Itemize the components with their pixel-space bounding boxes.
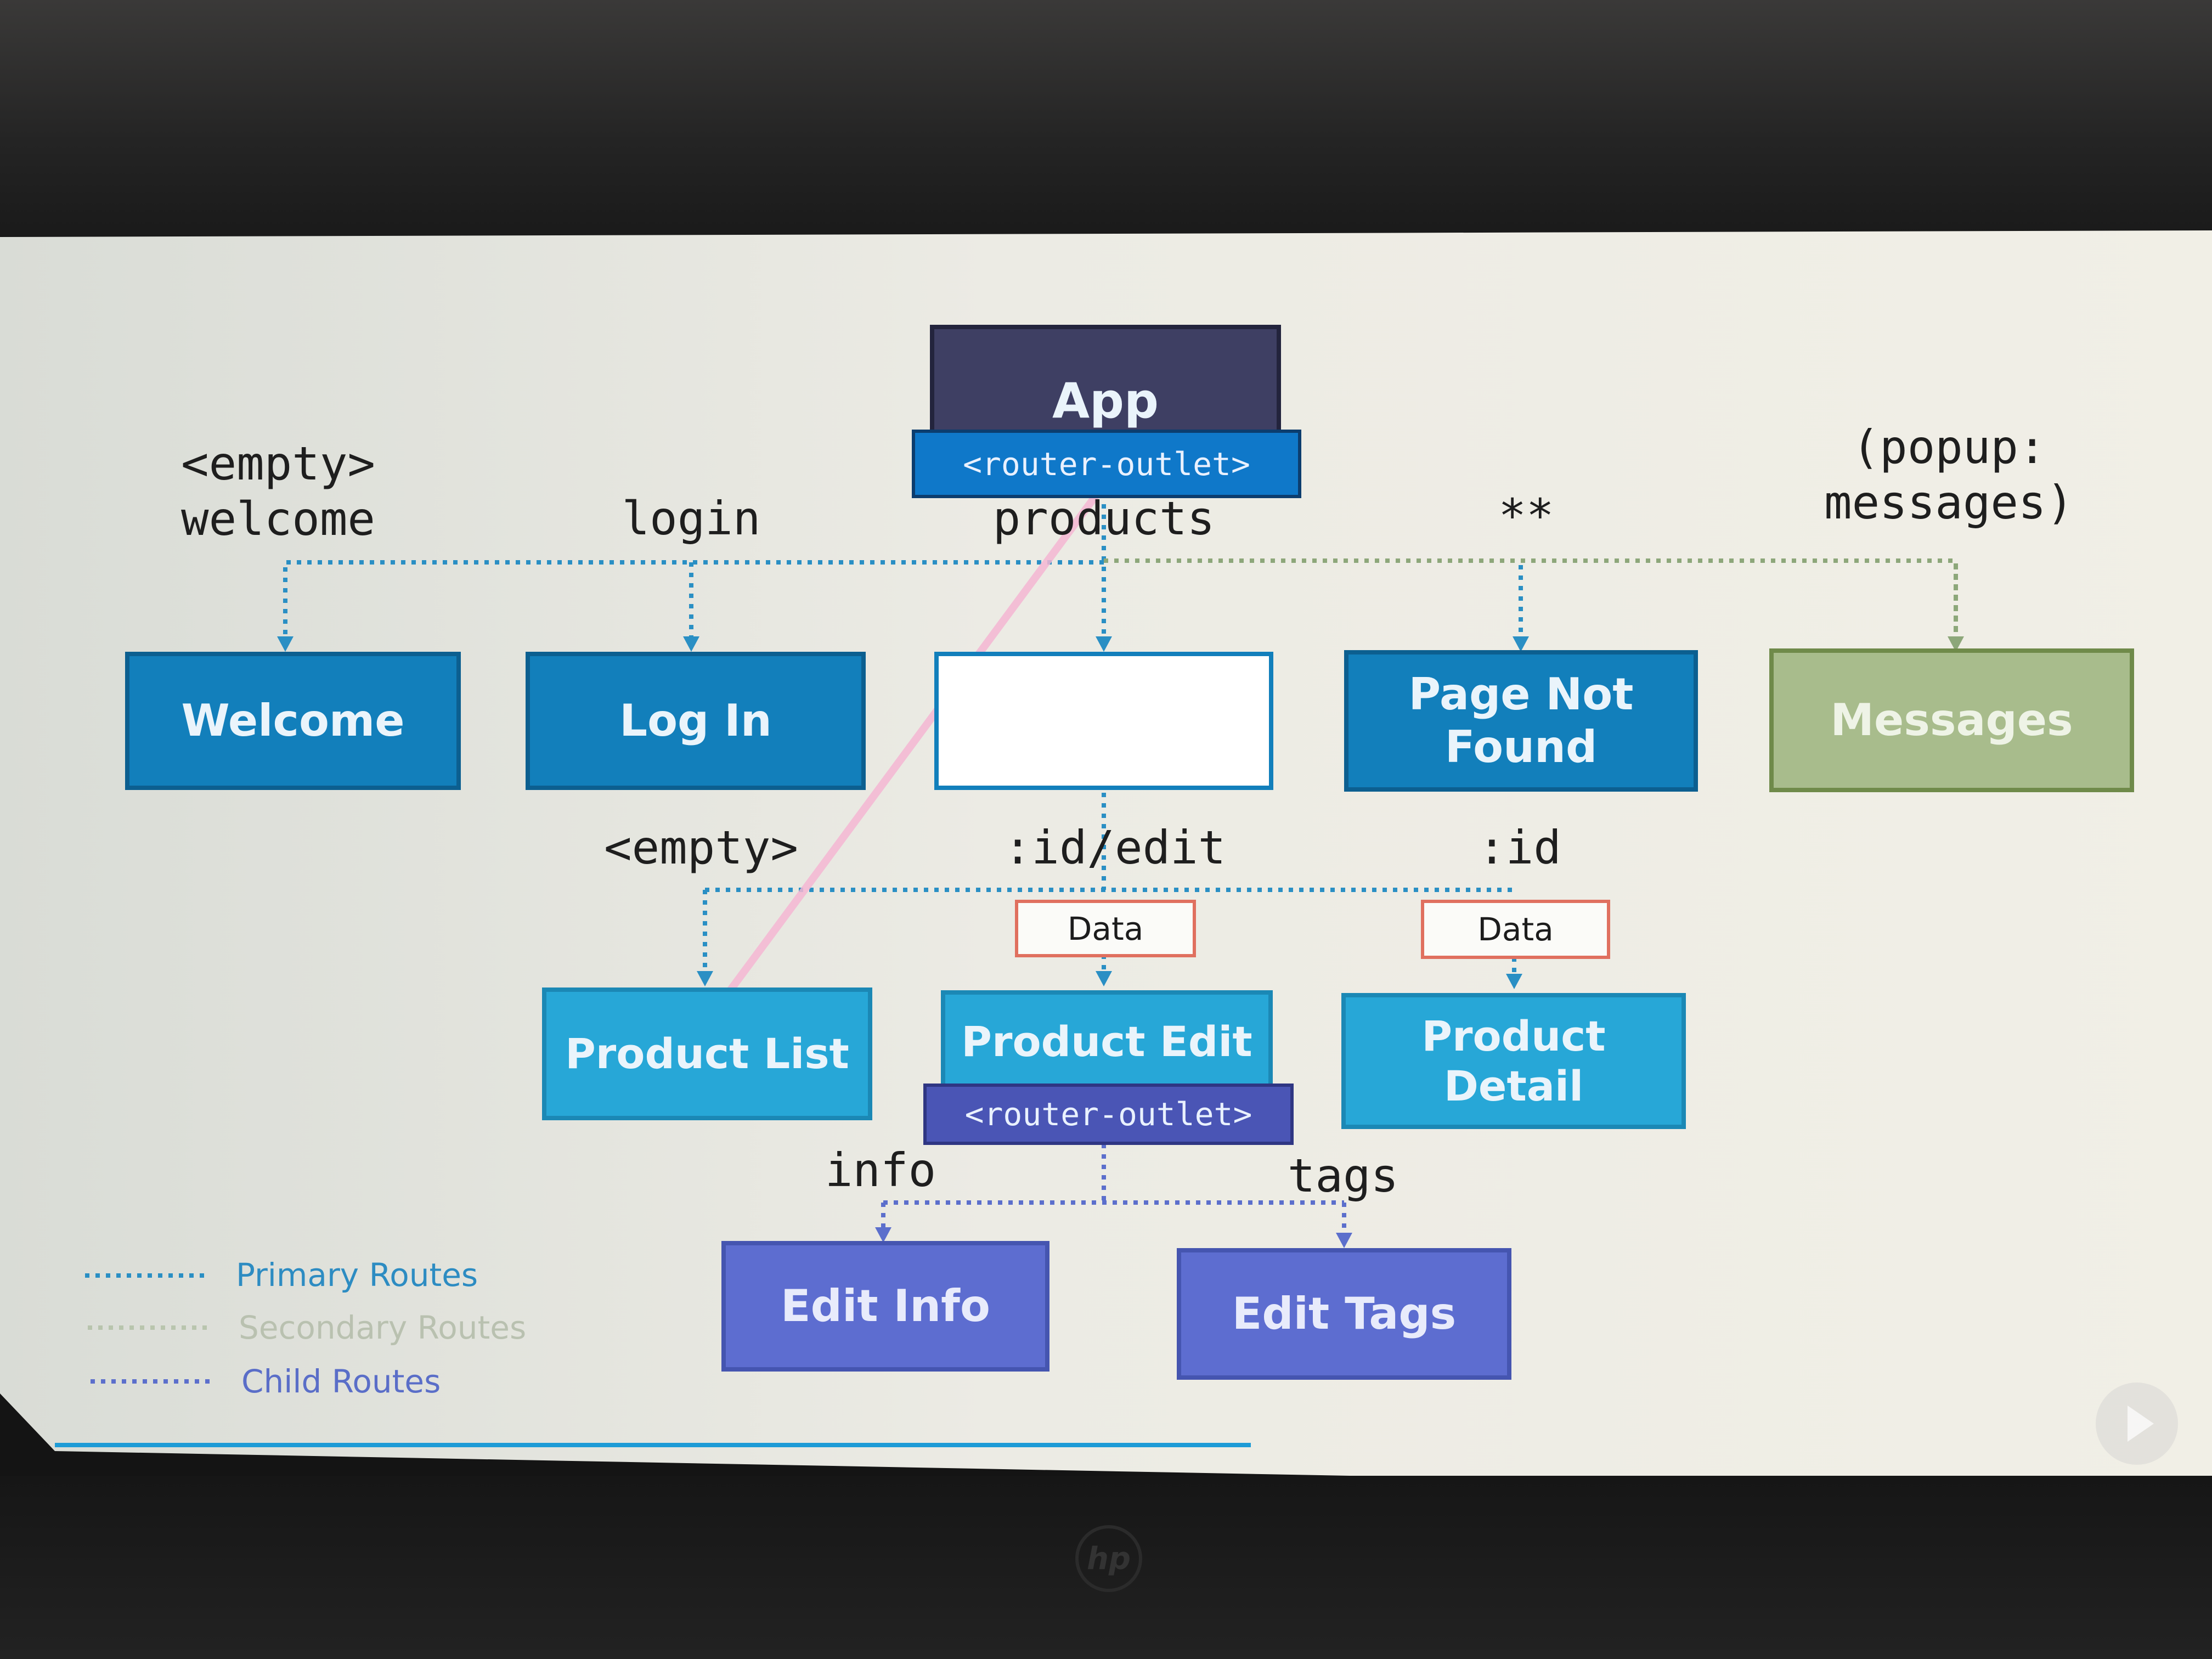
arrow-product-list	[697, 971, 713, 986]
app-component: App	[930, 325, 1281, 437]
hp-logo-icon: hp	[1075, 1525, 1142, 1592]
route-label-login: login	[622, 492, 761, 545]
edge-edit-children-bar	[883, 1144, 1344, 1205]
route-label-product-edit: :id/edit	[1003, 821, 1226, 874]
page-not-found-label: Page Not Found	[1408, 669, 1634, 772]
route-label-products: products	[992, 492, 1215, 545]
arrow-edit-info	[875, 1227, 891, 1243]
product-detail-component: Product Detail	[1341, 993, 1686, 1129]
legend-child-routes: Child Routes	[241, 1363, 441, 1400]
resolver-data-detail: Data	[1421, 900, 1610, 959]
product-list-component: Product List	[542, 988, 872, 1120]
legend-secondary-routes: Secondary Routes	[239, 1309, 527, 1346]
arrow-page-not-found	[1513, 636, 1529, 652]
product-edit-component: Product Edit	[941, 990, 1273, 1094]
pen-annotation-stroke	[721, 491, 1101, 1001]
route-label-product-detail: :id	[1478, 821, 1561, 874]
resolver-data-edit: Data	[1015, 900, 1196, 957]
product-detail-label: Product Detail	[1421, 1011, 1606, 1110]
app-router-outlet: <router-outlet>	[912, 430, 1301, 498]
route-label-wildcard: **	[1498, 489, 1554, 543]
welcome-component: Welcome	[125, 652, 461, 790]
arrowheads-child	[875, 1227, 1352, 1248]
arrow-product-edit	[1096, 971, 1112, 986]
play-icon[interactable]	[2096, 1383, 2178, 1465]
arrow-welcome	[277, 636, 294, 652]
edit-tags-component: Edit Tags	[1177, 1248, 1511, 1380]
arrow-login	[683, 636, 699, 652]
route-label-popup: (popup: messages)	[1824, 420, 2074, 529]
route-label-tags: tags	[1287, 1149, 1399, 1203]
monitor-bezel-top	[0, 0, 2212, 236]
edge-app-page-not-found	[1104, 558, 1958, 647]
edge-app-welcome	[283, 560, 1104, 647]
route-label-product-list: <empty>	[603, 821, 799, 874]
arrow-messages	[1948, 636, 1964, 652]
page-not-found-component: Page Not Found	[1344, 650, 1698, 792]
arrow-product-detail	[1506, 974, 1522, 989]
products-component	[934, 652, 1273, 790]
arrowheads-primary	[277, 636, 1529, 989]
route-label-info: info	[825, 1143, 936, 1197]
messages-component: Messages	[1769, 648, 2134, 792]
arrow-edit-tags	[1336, 1233, 1352, 1248]
arrow-products	[1096, 636, 1112, 652]
route-label-welcome: <empty> welcome	[181, 437, 376, 546]
video-progress-bar[interactable]	[55, 1443, 1251, 1447]
edit-info-component: Edit Info	[721, 1241, 1049, 1372]
legend-primary-routes: Primary Routes	[236, 1256, 478, 1294]
product-edit-router-outlet: <router-outlet>	[923, 1084, 1294, 1145]
login-component: Log In	[526, 652, 866, 790]
